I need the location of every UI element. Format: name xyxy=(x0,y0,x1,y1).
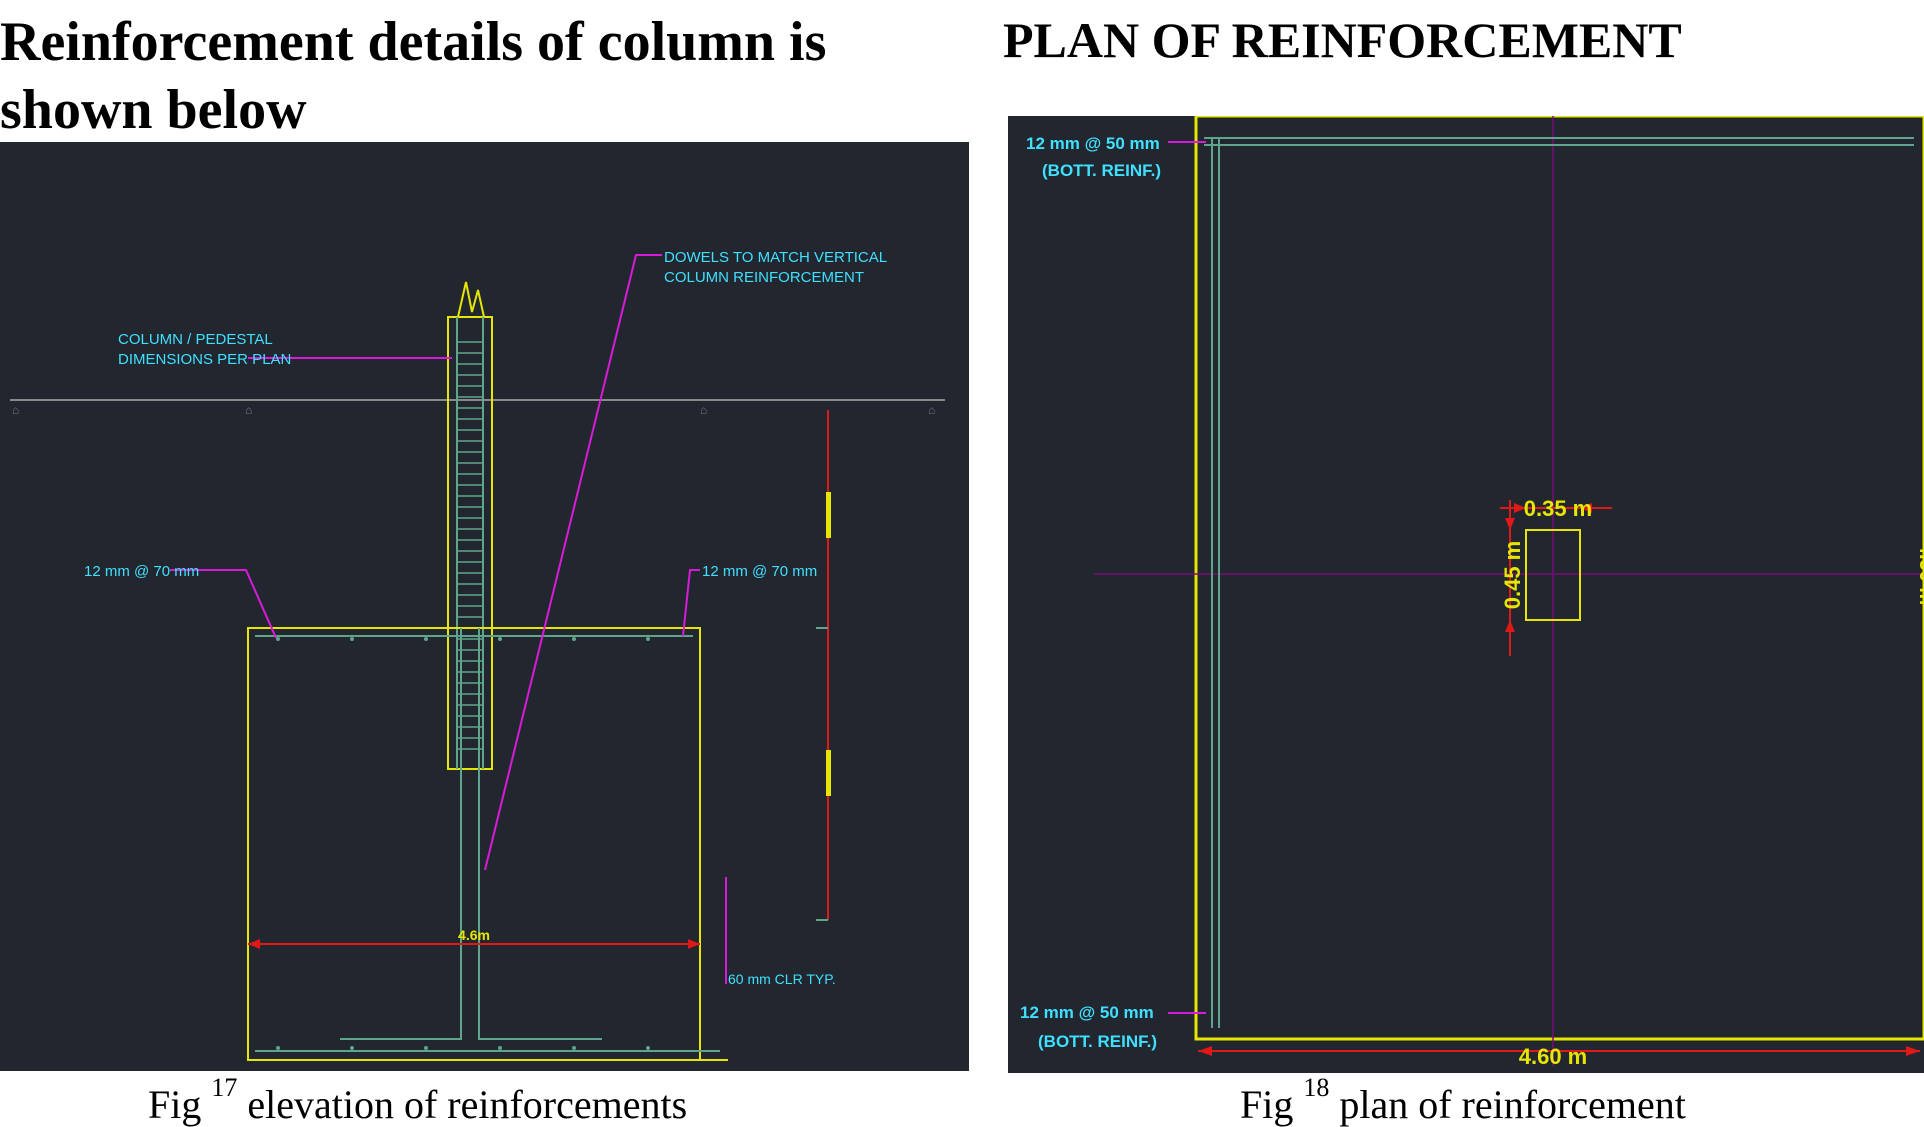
right-bar-label: 12 mm @ 70 mm xyxy=(702,563,817,580)
column-depth-label: 0.45 m xyxy=(1500,541,1525,610)
footing-width-label: 4.60 m xyxy=(1519,1044,1588,1069)
footing-depth-label: 4.50 m xyxy=(1915,543,1924,605)
ground-marker: ⌂ xyxy=(245,403,252,417)
pedestal-height-dim-text xyxy=(826,492,831,538)
fig18-number: 18 xyxy=(1303,1073,1330,1102)
rebar-dots xyxy=(276,637,650,1050)
width-dimension-label: 4.6m xyxy=(458,927,490,943)
right-bar-leader xyxy=(682,569,700,637)
column-label-line1: COLUMN / PEDESTAL xyxy=(118,331,273,348)
footing-plan-outline xyxy=(1194,116,1924,1041)
ground-marker: ⌂ xyxy=(928,403,935,417)
elevation-background xyxy=(0,142,969,1071)
fig17-text: elevation of reinforcements xyxy=(247,1082,688,1127)
left-bar-label: 12 mm @ 70 mm xyxy=(84,563,199,580)
column-ties xyxy=(457,341,483,750)
bottom-bar-label-line1: 12 mm @ 50 mm xyxy=(1020,1003,1154,1022)
dimension-arrow xyxy=(248,939,260,949)
bottom-bar-label-line2: (BOTT. REINF.) xyxy=(1038,1032,1157,1051)
dowels-label-line1: DOWELS TO MATCH VERTICAL xyxy=(664,249,887,266)
left-bar-leader xyxy=(170,569,277,639)
section-heading-reinforcement-details: Reinforcement details of column is shown… xyxy=(0,11,827,142)
top-bar-label-line1: 12 mm @ 50 mm xyxy=(1026,134,1160,153)
fig18-text: plan of reinforcement xyxy=(1339,1082,1686,1127)
ground-marker: ⌂ xyxy=(12,403,19,417)
dimension-arrow xyxy=(1906,1046,1920,1056)
fig18-prefix: Fig xyxy=(1240,1082,1294,1127)
dowel-bar xyxy=(340,628,462,1040)
section-heading-plan-of-reinforcement: PLAN OF REINFORCEMENT xyxy=(1003,12,1682,68)
elevation-cad-drawing: ⌂ ⌂ ⌂ ⌂ COLUMN / xyxy=(0,142,969,1071)
top-bar-label-line2: (BOTT. REINF.) xyxy=(1042,161,1161,180)
dimension-arrow xyxy=(688,939,700,949)
dimension-arrow xyxy=(1580,503,1592,513)
dowels-label-leader xyxy=(484,254,662,871)
dimension-arrow xyxy=(1505,620,1515,632)
clear-cover-label: 60 mm CLR TYP. xyxy=(728,971,836,987)
ground-marker: ⌂ xyxy=(700,403,707,417)
column-label-line2: DIMENSIONS PER PLAN xyxy=(118,351,291,368)
dimension-arrow xyxy=(1514,503,1526,513)
column-width-label: 0.35 m xyxy=(1524,496,1593,521)
fig17-number: 17 xyxy=(211,1073,238,1102)
dimension-arrow xyxy=(1505,518,1515,530)
dowel-bar xyxy=(478,628,602,1040)
dimension-arrow xyxy=(1198,1046,1212,1056)
plan-cad-drawing: 12 mm @ 50 mm (BOTT. REINF.) 12 mm @ 50 … xyxy=(1008,116,1924,1073)
fig18-caption: Fig 18 plan of reinforcement xyxy=(1240,1075,1686,1125)
column-outline xyxy=(447,316,493,770)
fig17-caption: Fig 17 elevation of reinforcements xyxy=(148,1075,687,1125)
fig17-prefix: Fig xyxy=(148,1082,202,1127)
plan-background xyxy=(1008,116,1924,1073)
footing-depth-dim-text xyxy=(826,750,831,796)
dowels-label-line2: COLUMN REINFORCEMENT xyxy=(664,269,864,286)
column-plan-outline xyxy=(1525,529,1581,621)
